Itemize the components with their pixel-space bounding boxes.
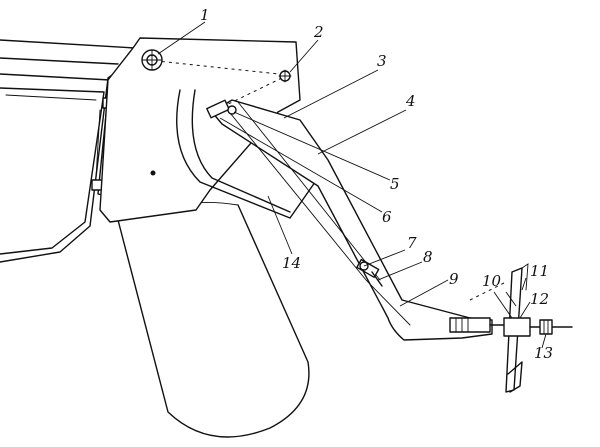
callout-labels: 1 2 3 4 5 6 7 8 9 10 11 12 13 14 xyxy=(200,6,553,362)
support-housing xyxy=(176,89,321,219)
callout-3: 3 xyxy=(377,52,387,70)
adjusting-nut xyxy=(503,317,573,337)
cylinder-tank xyxy=(117,201,310,438)
upper-rod-joint xyxy=(206,99,237,119)
callout-4: 4 xyxy=(405,92,416,110)
main-arm xyxy=(147,59,507,341)
leader-lines xyxy=(157,21,547,349)
callout-7: 7 xyxy=(407,234,417,252)
mounting-bracket xyxy=(99,37,301,223)
callout-1: 1 xyxy=(200,6,210,24)
callout-14: 14 xyxy=(282,254,301,272)
pivot-1 xyxy=(141,49,163,71)
callout-5: 5 xyxy=(390,175,400,193)
callout-9: 9 xyxy=(449,270,459,288)
callout-12: 12 xyxy=(530,290,549,308)
pivot-2 xyxy=(278,69,292,83)
callout-11: 11 xyxy=(530,262,549,280)
callout-13: 13 xyxy=(534,344,553,362)
callout-6: 6 xyxy=(382,208,392,226)
callout-10: 10 xyxy=(482,272,502,290)
callout-8: 8 xyxy=(423,248,433,266)
callout-2: 2 xyxy=(313,23,324,41)
lower-rod-joint xyxy=(356,258,383,287)
push-rod-end xyxy=(449,317,509,333)
